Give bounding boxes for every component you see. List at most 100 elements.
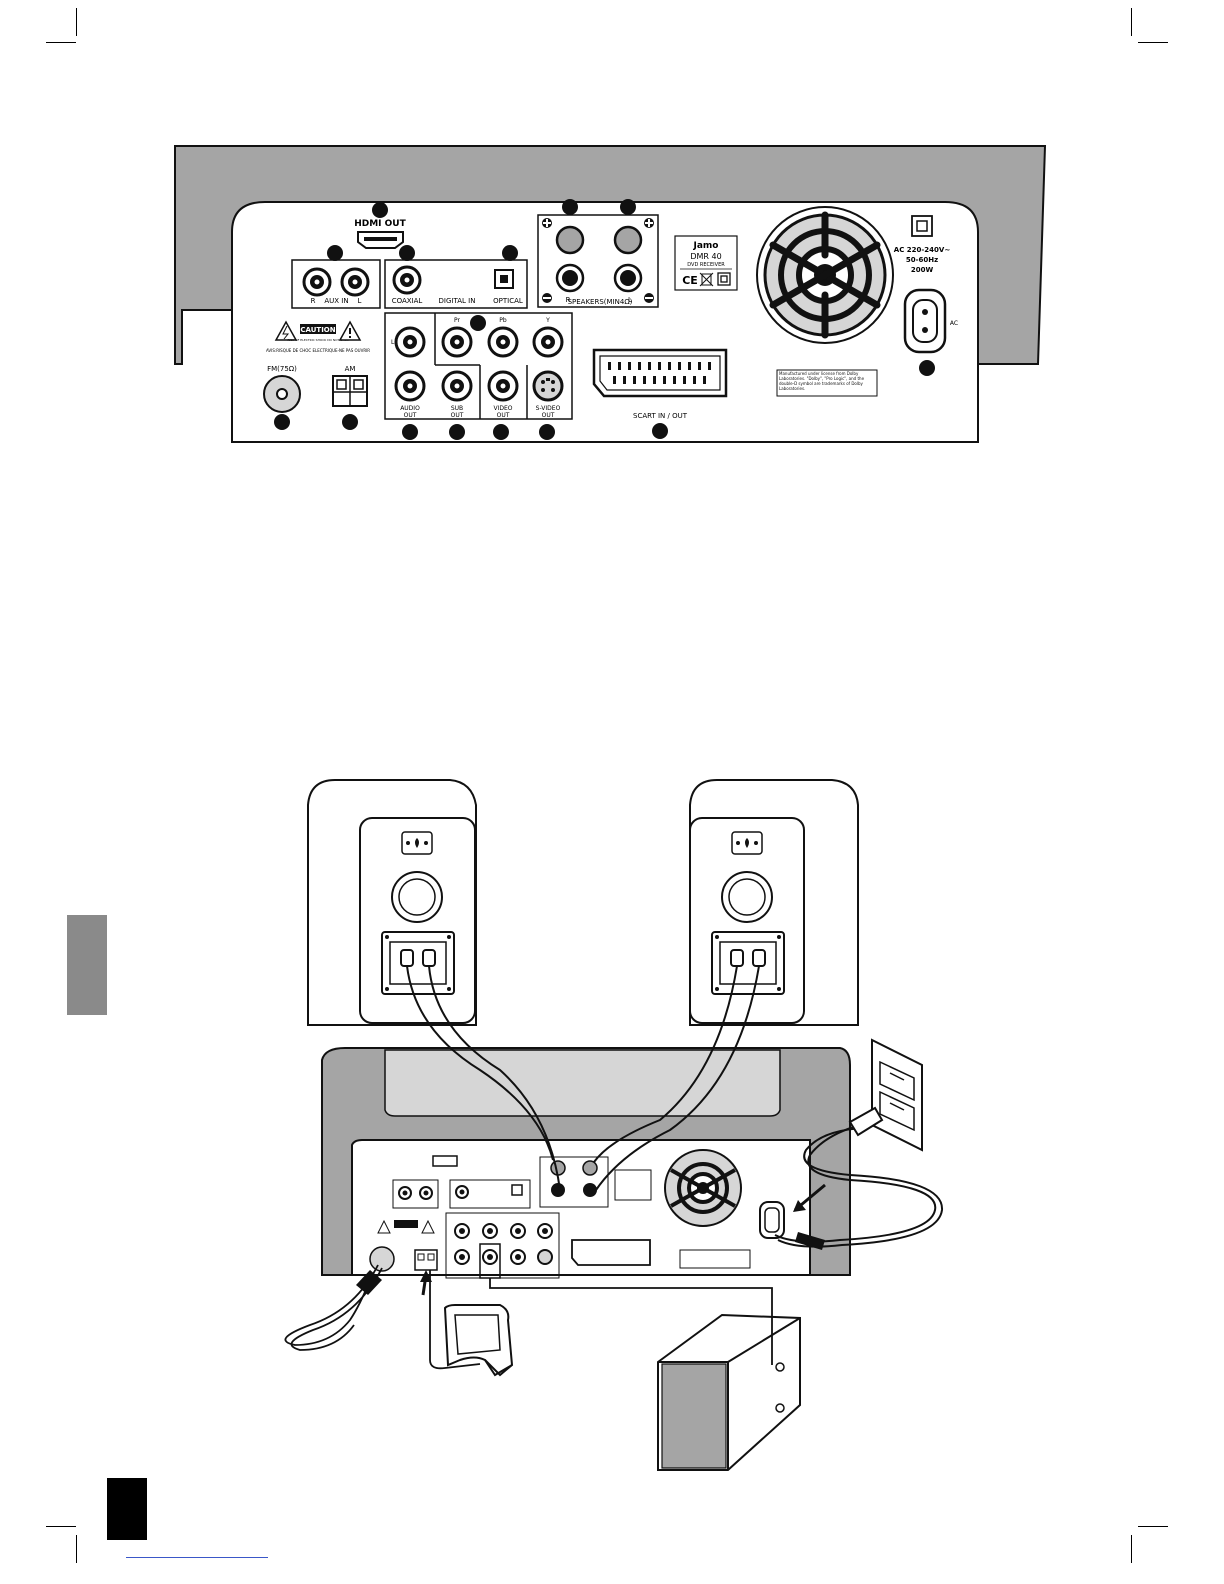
ac-label: AC bbox=[950, 320, 958, 327]
video-out-label-line1: VIDEO bbox=[493, 405, 512, 412]
scart-connector[interactable] bbox=[592, 348, 728, 398]
video-out-label-line2: OUT bbox=[497, 412, 510, 419]
receiver-unit bbox=[321, 1047, 851, 1279]
double-insulation-icon bbox=[717, 272, 731, 286]
component-pr-jack[interactable] bbox=[441, 326, 473, 358]
minus-icon bbox=[542, 293, 552, 303]
iec-plug bbox=[795, 1232, 825, 1250]
model-plate: Jamo DMR 40 DVD RECEIVER CE bbox=[674, 235, 738, 291]
speaker-r-label: R bbox=[566, 296, 571, 304]
component-pb-jack[interactable] bbox=[487, 326, 519, 358]
component-y-jack[interactable] bbox=[532, 326, 564, 358]
s-video-out-label-line1: S-VIDEO bbox=[536, 405, 561, 412]
pb-label: Pb bbox=[499, 317, 507, 324]
coaxial-label: COAXIAL bbox=[392, 297, 423, 305]
callout-marker bbox=[274, 414, 290, 430]
speaker-l-label: L bbox=[628, 296, 632, 304]
caution-label: CAUTION bbox=[300, 326, 335, 334]
callout-marker bbox=[372, 202, 388, 218]
fm-plug bbox=[356, 1270, 382, 1295]
footer-link-line bbox=[126, 1557, 268, 1558]
video-out-jack[interactable] bbox=[487, 370, 519, 402]
ac-power-inlet[interactable] bbox=[903, 288, 947, 354]
sub-out-label-line1: SUB bbox=[451, 405, 463, 412]
dolby-notice-box bbox=[776, 369, 878, 397]
plus-icon bbox=[644, 218, 654, 228]
s-video-out-jack[interactable] bbox=[532, 370, 564, 402]
audio-out-r-jack[interactable] bbox=[394, 370, 426, 402]
speaker-binding-post[interactable] bbox=[400, 949, 414, 967]
speaker-l-positive-terminal[interactable] bbox=[613, 225, 643, 255]
warning-triangle-icon bbox=[338, 320, 362, 341]
brand-logo: Jamo bbox=[693, 241, 719, 251]
crop-mark bbox=[76, 8, 77, 36]
class-ii-icon bbox=[911, 215, 933, 237]
crop-mark bbox=[1138, 42, 1168, 43]
ac-rating-line2: 50-60Hz bbox=[906, 256, 938, 264]
ce-mark: CE bbox=[682, 274, 698, 287]
fm-antenna-jack[interactable] bbox=[263, 375, 301, 413]
power-plug bbox=[848, 1106, 884, 1137]
video-audio-output-block bbox=[384, 312, 573, 420]
rear-panel-diagram: HDMI OUT R AUX IN L COAXIAL DIGITAL IN O… bbox=[174, 145, 1047, 443]
warning-triangle-icon bbox=[274, 320, 298, 341]
callout-marker bbox=[327, 245, 343, 261]
coaxial-jack[interactable] bbox=[392, 265, 422, 295]
plus-icon bbox=[542, 218, 552, 228]
crop-mark bbox=[46, 42, 76, 43]
scart-label: SCART IN / OUT bbox=[633, 412, 688, 420]
aux-in-r-jack[interactable] bbox=[302, 267, 332, 297]
callout-marker bbox=[919, 360, 935, 376]
crop-mark bbox=[46, 1526, 76, 1527]
callout-marker bbox=[449, 424, 465, 440]
am-antenna-label: AM bbox=[345, 365, 356, 373]
speaker-binding-post[interactable] bbox=[730, 949, 744, 967]
digital-in-box bbox=[384, 259, 528, 309]
caution-french: AVIS:RISQUE DE CHOC ELECTRIQUE-NE PAS OU… bbox=[266, 348, 370, 353]
speaker-cable bbox=[406, 965, 561, 1191]
crop-mark bbox=[1131, 1535, 1132, 1563]
fm-antenna-wire bbox=[284, 1264, 383, 1351]
speaker-binding-post[interactable] bbox=[422, 949, 436, 967]
ac-rating-line3: 200W bbox=[911, 266, 934, 274]
cooling-fan-grille bbox=[756, 206, 894, 344]
arrow-icon bbox=[793, 1183, 826, 1212]
speaker-r-negative-terminal[interactable] bbox=[555, 263, 585, 293]
callout-marker bbox=[402, 424, 418, 440]
speaker-l-negative-terminal[interactable] bbox=[613, 263, 643, 293]
section-tab bbox=[67, 915, 107, 1015]
subwoofer bbox=[657, 1313, 801, 1471]
aux-in-l-jack[interactable] bbox=[340, 267, 370, 297]
hdmi-port[interactable] bbox=[357, 231, 404, 249]
speaker-terminal-box bbox=[537, 214, 659, 308]
connection-diagram bbox=[284, 779, 944, 1471]
speaker-cable bbox=[593, 965, 760, 1191]
speaker-binding-post[interactable] bbox=[752, 949, 766, 967]
left-speaker bbox=[307, 779, 477, 1026]
audio-out-l-jack[interactable] bbox=[394, 326, 426, 358]
minus-icon bbox=[644, 293, 654, 303]
model-subtitle: DVD RECEIVER bbox=[687, 262, 725, 268]
y-label: Y bbox=[545, 317, 550, 324]
callout-marker bbox=[470, 315, 486, 331]
audio-out-label-line1: AUDIO bbox=[400, 405, 420, 412]
crop-mark bbox=[76, 1535, 77, 1563]
subwoofer-cable bbox=[489, 1278, 773, 1365]
speaker-r-positive-terminal[interactable] bbox=[555, 225, 585, 255]
optical-port[interactable] bbox=[494, 269, 514, 289]
callout-marker bbox=[399, 245, 415, 261]
ac-rating-line1: AC 220-240V~ bbox=[894, 246, 951, 254]
arrow-icon bbox=[420, 1270, 432, 1296]
callout-marker bbox=[539, 424, 555, 440]
fm-antenna-label: FM(75Ω) bbox=[267, 365, 297, 373]
caution-sub: RISK OF ELECTRIC SHOCK DO NOT OPEN bbox=[287, 338, 348, 342]
pr-label: Pr bbox=[454, 317, 461, 324]
callout-marker bbox=[652, 423, 668, 439]
sub-out-jack[interactable] bbox=[441, 370, 473, 402]
callout-marker bbox=[562, 199, 578, 215]
am-antenna-terminal[interactable] bbox=[332, 375, 368, 407]
callout-marker bbox=[502, 245, 518, 261]
sub-out-label-line2: OUT bbox=[451, 412, 464, 419]
am-loop-antenna bbox=[443, 1304, 514, 1377]
callout-marker bbox=[342, 414, 358, 430]
